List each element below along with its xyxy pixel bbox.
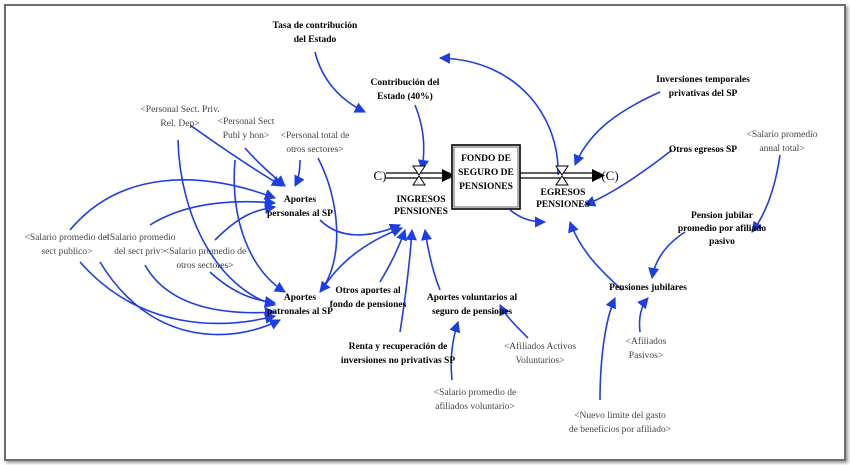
var-pjprom-1: Pension jubilar (691, 211, 754, 221)
source-cloud-icon: C) (374, 168, 387, 183)
shadow-activos-1: <Afiliados Activos (504, 341, 576, 352)
link-salotros-to-appers (214, 202, 277, 241)
stock-fondo[interactable] (451, 144, 521, 210)
valve-egresos-icon (555, 165, 569, 186)
shadow-limite-2: de beneficios por afiliado> (569, 424, 671, 435)
shadow-sal-otros-1: <Salario promedio de (164, 247, 246, 257)
link-salpub-to-appatr (79, 261, 277, 325)
shadow-sal-otros-2: otros sectores> (176, 261, 233, 271)
link-pensiones-to-egresos (568, 220, 623, 291)
link-inv-to-egresos (573, 91, 661, 167)
var-vol-2: seguro de pensiones (432, 307, 512, 317)
link-total-to-appers (294, 159, 305, 188)
link-appers-to-ingresos (319, 219, 402, 236)
stock-label-1: FONDO DE (461, 154, 511, 164)
var-contrib-2: Estado (40%) (377, 91, 433, 102)
var-tasa-2: del Estado (294, 35, 337, 45)
svg-text:(C): (C) (601, 168, 618, 183)
shadow-sal-pub-1: <Salario promedio del (24, 233, 109, 243)
flow-egresos-label-2: PENSIONES (536, 200, 590, 210)
link-pjprom-to-pensiones (648, 231, 686, 280)
var-pensiones-jub: Pensiones jubilares (609, 283, 687, 293)
shadow-sal-anual-1: <Salario promedio (746, 130, 817, 140)
link-renta-to-ingresos (399, 228, 417, 333)
var-ap-patr-1: Aportes (284, 293, 316, 303)
link-egresos-to-contrib (438, 52, 559, 176)
var-pjprom-3: pasivo (709, 237, 735, 247)
link-otros-egresos-to-egresos (583, 149, 673, 207)
link-activos-to-vol (499, 303, 529, 339)
var-inv-2: privativas del SP (669, 89, 738, 99)
link-contrib-to-ingresos (414, 104, 430, 172)
var-ap-pers-2: personales al SP (267, 209, 333, 219)
link-salpriv-to-appatr (144, 264, 277, 319)
shadow-pub-1: <Personal Sect (218, 117, 275, 127)
shadow-activos-2: Voluntarios> (516, 356, 565, 366)
flow-pipes (386, 169, 605, 182)
var-ap-pers-1: Aportes (284, 195, 316, 205)
var-otros-ap-2: fondo de pensiones (330, 300, 407, 310)
link-stock-to-egresos (509, 209, 547, 228)
stock-label-2: SEGURO DE (458, 168, 514, 178)
sink-cloud-icon: (C) (601, 168, 618, 183)
link-salotros-to-appatr (209, 271, 277, 308)
shadow-pasivos-1: <Afiliados (626, 336, 667, 347)
var-inv-1: Inversiones temporales (656, 75, 750, 85)
stock-label-3: PENSIONES (459, 182, 513, 192)
var-pjprom-2: promedio por afiliado (678, 224, 767, 234)
valve-ingresos-icon (412, 165, 426, 186)
flow-egresos-label-1: EGRESOS (541, 188, 586, 198)
shadow-sal-anual-2: anual total> (759, 144, 804, 154)
link-total-to-appatr (317, 157, 338, 293)
link-salanual-to-pjprom (751, 154, 781, 233)
shadow-pub-2: Publ y hon> (223, 131, 270, 141)
link-salpub-to-appatr-2 (99, 261, 282, 336)
link-salpriv-to-appers (149, 196, 277, 226)
shadow-sal-vol-2: afiliados voluntario> (435, 401, 515, 412)
shadow-total-1: <Personal total de (281, 131, 350, 141)
shadow-total-2: otros sectores> (286, 145, 343, 155)
link-priv-to-appatr (177, 139, 277, 308)
svg-text:C): C) (374, 168, 387, 183)
link-pub-to-appers (244, 147, 286, 187)
shadow-sal-pub-2: sect publico> (42, 247, 93, 257)
flow-ingresos-label-2: PENSIONES (394, 207, 448, 217)
link-pub-to-appatr (233, 159, 286, 293)
flow-ingresos-label-1: INGRESOS (396, 195, 445, 205)
var-tasa-1: Tasa de contribución (273, 21, 358, 31)
link-appatr-to-ingresos (321, 226, 404, 291)
link-salpub-to-appers (69, 179, 277, 231)
link-priv-to-appers (189, 124, 283, 187)
var-otros-egresos: Otros egresos SP (669, 145, 737, 155)
shadow-priv-2: Rel. Dep> (160, 119, 199, 129)
link-vol-to-ingresos (420, 228, 441, 291)
shadow-variables: <Personal Sect. Priv. Rel. Dep> <Persona… (24, 105, 817, 435)
shadow-sal-vol-1: <Salario promedio de (434, 388, 516, 398)
var-renta-2: inversiones no privativas SP (341, 356, 455, 366)
link-limite-to-pensiones (599, 296, 616, 401)
var-otros-ap-1: Otros aportes al (335, 286, 401, 296)
var-contrib-1: Contribución del (371, 78, 440, 88)
causal-links (69, 51, 781, 401)
shadow-pasivos-2: Pasivos> (629, 351, 663, 361)
var-renta-1: Renta y recuperación de (349, 342, 448, 352)
shadow-priv-1: <Personal Sect. Priv. (140, 105, 219, 115)
link-salvol-to-vol (449, 320, 461, 381)
var-vol-1: Aportes voluntarios al (427, 293, 518, 303)
shadow-limite-1: <Nuevo limite del gasto (574, 411, 666, 421)
link-otrosap-to-ingresos (379, 228, 407, 283)
link-tasa-to-contrib (314, 51, 367, 113)
link-pasivos-to-pensiones (637, 297, 649, 333)
shadow-sal-priv-1: <Salario promedio (104, 233, 175, 243)
shadow-sal-priv-2: del sect priv> (114, 247, 166, 257)
auxiliary-variables: Tasa de contribución del Estado Contribu… (267, 21, 766, 366)
var-ap-patr-2: patronales al SP (267, 307, 333, 317)
